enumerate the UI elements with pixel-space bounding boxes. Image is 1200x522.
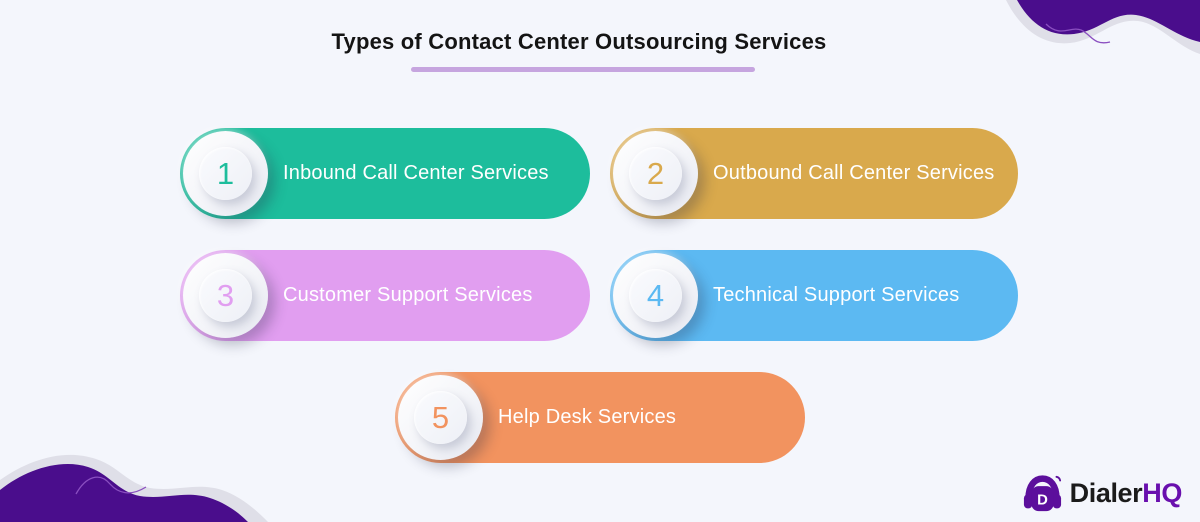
- service-label: Help Desk Services: [498, 406, 677, 428]
- headset-d-icon: D: [1023, 475, 1061, 512]
- dialerhq-logo: D DialerHQ: [1022, 474, 1182, 513]
- title-underline: [411, 67, 755, 72]
- service-number: 3: [199, 269, 252, 322]
- corner-wave-bottom-left: [0, 454, 268, 522]
- service-number: 4: [629, 269, 682, 322]
- service-pill-customer-support: 3 Customer Support Services: [180, 250, 590, 341]
- service-number: 5: [414, 391, 467, 444]
- service-pill-technical-support: 4 Technical Support Services: [610, 250, 1018, 341]
- service-label: Inbound Call Center Services: [283, 162, 549, 184]
- service-pill-outbound-call-center: 2 Outbound Call Center Services: [610, 128, 1018, 219]
- service-number: 2: [629, 147, 682, 200]
- service-number: 1: [199, 147, 252, 200]
- number-badge: 2: [613, 131, 698, 216]
- svg-text:D: D: [1037, 493, 1048, 509]
- number-badge: 4: [613, 253, 698, 338]
- corner-wave-top-right: [1006, 0, 1200, 54]
- logo-name: Dialer: [1069, 478, 1143, 508]
- logo-wordmark: DialerHQ: [1069, 478, 1183, 509]
- service-label: Outbound Call Center Services: [713, 162, 995, 184]
- service-pill-inbound-call-center: 1 Inbound Call Center Services: [180, 128, 590, 219]
- squiggle-line-icon: [1045, 23, 1111, 44]
- logo-suffix: HQ: [1142, 478, 1182, 508]
- number-badge: 1: [183, 131, 268, 216]
- number-badge: 5: [398, 375, 483, 460]
- page-title: Types of Contact Center Outsourcing Serv…: [331, 29, 827, 54]
- squiggle-line-icon: [75, 476, 147, 495]
- number-badge: 3: [183, 253, 268, 338]
- service-pill-help-desk: 5 Help Desk Services: [395, 372, 805, 463]
- service-label: Technical Support Services: [713, 284, 960, 306]
- service-label: Customer Support Services: [283, 284, 533, 306]
